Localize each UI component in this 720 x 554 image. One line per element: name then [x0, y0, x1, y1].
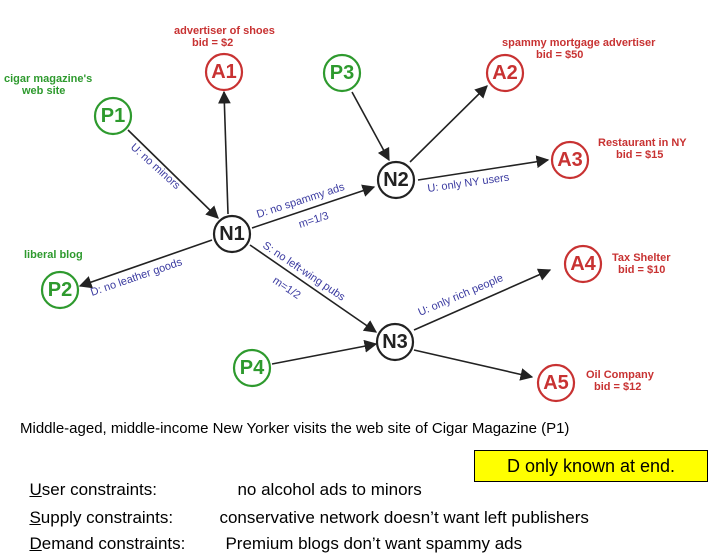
annotation-a4-line2: bid = $10 — [618, 264, 665, 276]
annotation-p1-line1: cigar magazine's — [4, 73, 92, 85]
edge-n2-a2 — [409, 85, 488, 163]
supply-constraints-line: Supply constraints: conservative network … — [20, 488, 589, 528]
annotation-a1-line1: advertiser of shoes — [174, 25, 275, 37]
annotation-a3-line1: Restaurant in NY — [598, 137, 687, 149]
annotation-a2-line1: spammy mortgage advertiser — [502, 37, 656, 49]
node-p3-label: P3 — [330, 62, 354, 84]
node-a3-label: A3 — [557, 149, 583, 171]
node-a5-label: A5 — [543, 372, 569, 394]
ad-network-diagram: U: no minors D: no leather goods D: no s… — [4, 25, 687, 403]
node-p2-label: P2 — [48, 279, 72, 301]
annotation-p2-line1: liberal blog — [24, 249, 83, 261]
node-p4: P4 — [232, 348, 272, 388]
edge-n3-a4 — [413, 268, 552, 331]
node-a1-label: A1 — [211, 61, 237, 83]
user-constraints-value: no alcohol ads to minors — [237, 480, 422, 499]
node-a2: A2 — [485, 53, 525, 93]
node-a4: A4 — [563, 244, 603, 284]
node-n2-label: N2 — [383, 169, 409, 191]
node-a4-label: A4 — [570, 253, 596, 275]
constraint-label-initial: D — [29, 534, 42, 553]
node-n3: N3 — [375, 322, 415, 362]
annotation-a4-line1: Tax Shelter — [612, 252, 671, 264]
annotation-a2-line2: bid = $50 — [536, 49, 583, 61]
node-p1-label: P1 — [101, 105, 125, 127]
edge-n2-a3 — [417, 155, 550, 181]
annotation-a3-line2: bid = $15 — [616, 149, 663, 161]
callout-note: D only known at end. — [474, 450, 708, 482]
user-constraints-line: User constraints: no alcohol ads to minor… — [20, 460, 422, 500]
node-n1: N1 — [212, 214, 252, 254]
edge-p2-n1 — [78, 239, 213, 289]
node-n1-label: N1 — [219, 223, 245, 245]
scenario-caption: Middle-aged, middle-income New Yorker vi… — [20, 420, 570, 437]
edge-n1-a1 — [217, 90, 231, 215]
node-a2-label: A2 — [492, 62, 518, 84]
demand-constraints-line: Demand constraints: Premium blogs don’t w… — [20, 514, 522, 554]
edge-n1-n2 — [251, 184, 376, 229]
supply-constraints-value: conservative network doesn’t want left p… — [219, 508, 589, 527]
node-a3: A3 — [550, 140, 590, 180]
edge-label-m-third: m=1/3 — [297, 210, 330, 231]
edge-p4-n3 — [271, 339, 378, 365]
demand-constraints-value: Premium blogs don’t want spammy ads — [225, 534, 523, 553]
demand-constraints-label: Demand constraints: — [29, 534, 186, 553]
supply-constraints-label: Supply constraints: — [29, 508, 174, 527]
annotation-a1-line2: bid = $2 — [192, 37, 233, 49]
edge-p3-n2 — [351, 91, 390, 162]
node-a1: A1 — [204, 52, 244, 92]
annotation-a5-line1: Oil Company — [586, 369, 655, 381]
edge-p1-n1 — [127, 129, 219, 219]
node-a5: A5 — [536, 363, 576, 403]
annotation-p1-line2: web site — [21, 85, 65, 97]
edge-n1-n3 — [249, 244, 378, 333]
node-p3: P3 — [322, 53, 362, 93]
node-n2: N2 — [376, 160, 416, 200]
node-n3-label: N3 — [382, 331, 408, 353]
node-p1: P1 — [93, 96, 133, 136]
user-constraints-label: User constraints: — [29, 480, 157, 499]
edge-label-no-left-wing: S: no left-wing pubs — [260, 240, 347, 304]
constraint-label-initial: U — [29, 480, 42, 499]
constraint-label-initial: S — [29, 508, 41, 527]
edge-n3-a5 — [413, 349, 534, 381]
edge-label-no-minors: U: no minors — [128, 141, 183, 192]
edge-label-ny-users: U: only NY users — [427, 172, 511, 195]
annotation-a5-line2: bid = $12 — [594, 381, 641, 393]
node-p2: P2 — [40, 270, 80, 310]
node-p4-label: P4 — [240, 357, 265, 379]
